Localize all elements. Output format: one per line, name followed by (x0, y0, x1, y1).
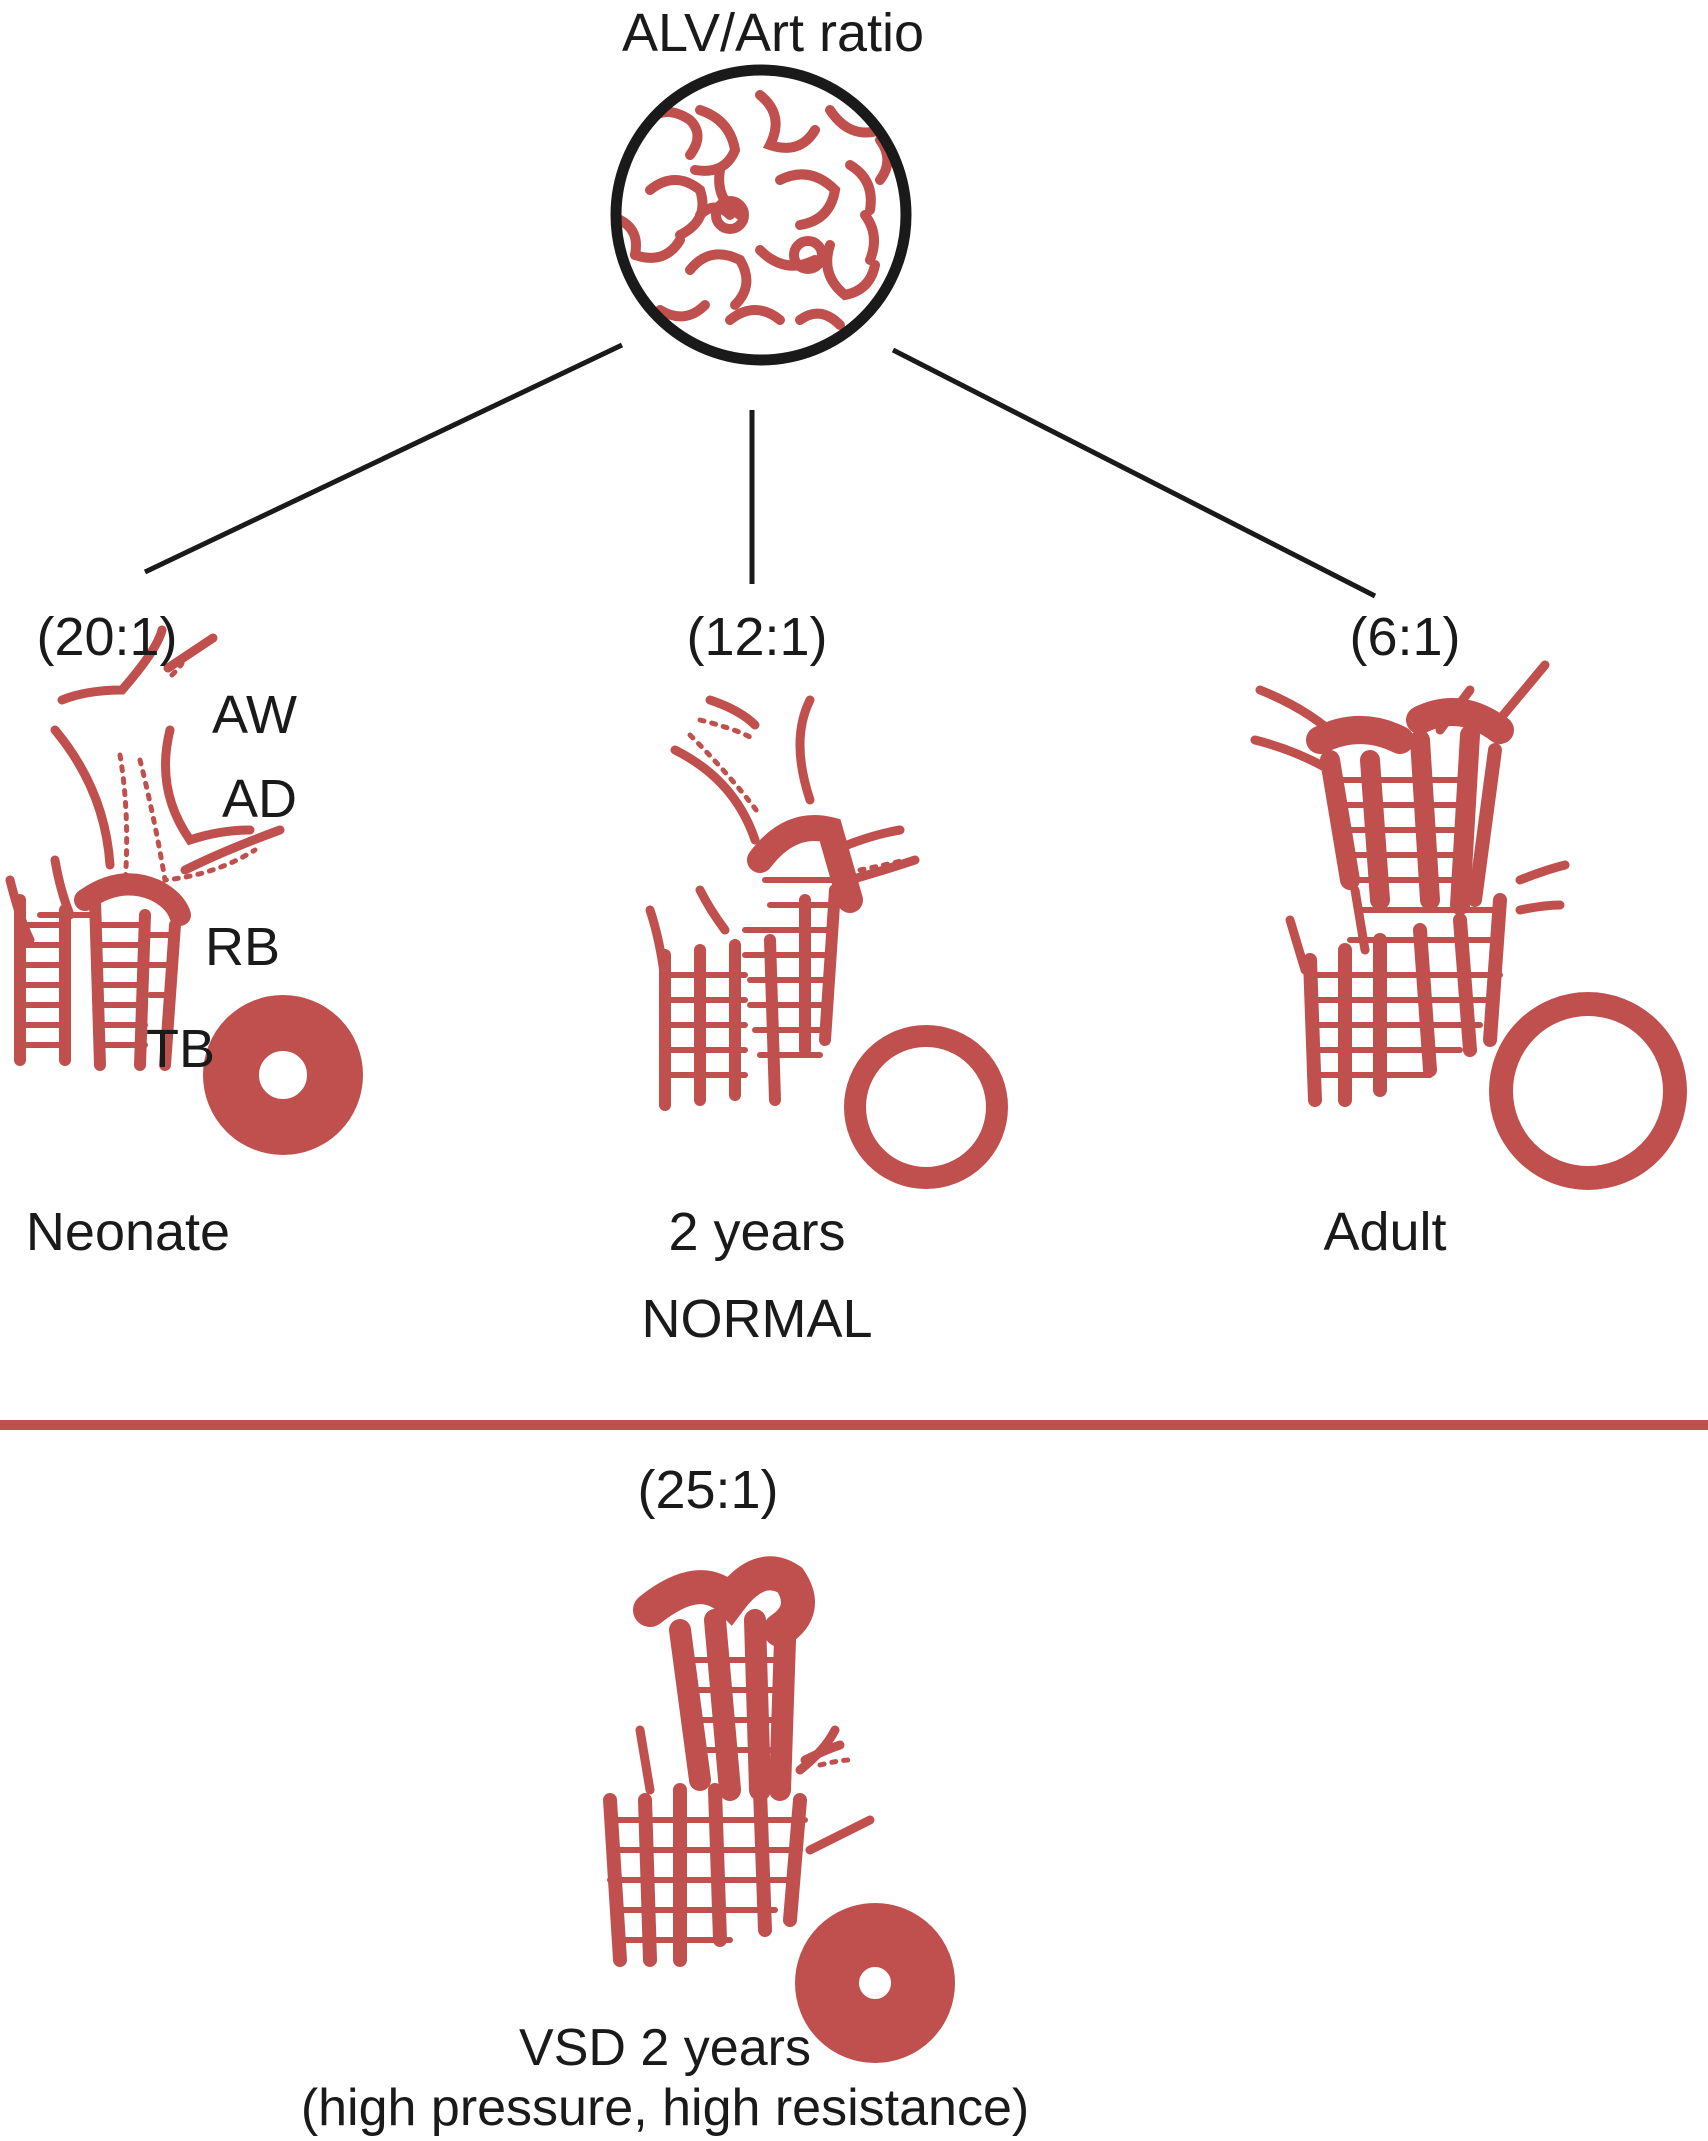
alveolar-artery-circle (610, 64, 912, 366)
two-year-artery-cross-section (844, 1025, 1008, 1189)
connector-line-right (891, 347, 1377, 599)
adult-vessel (1250, 660, 1570, 1107)
diagram-title: ALV/Art ratio (621, 3, 925, 63)
ratio-vsd: (25:1) (637, 1460, 779, 1520)
label-tb: TB (146, 1019, 216, 1079)
vsd-vessel (603, 1556, 875, 1967)
label-rb: RB (205, 917, 281, 977)
caption-vsd-detail: (high pressure, high resistance) (300, 2079, 1030, 2137)
adult-artery-cross-section (1489, 992, 1687, 1190)
caption-vsd: VSD 2 years (519, 2019, 811, 2077)
vsd-artery-cross-section (795, 1903, 955, 2063)
ratio-neonate: (20:1) (36, 607, 178, 667)
caption-adult: Adult (1323, 1202, 1447, 1262)
connector-line-left (143, 342, 624, 575)
normal-label: NORMAL (641, 1289, 873, 1349)
neonate-artery-cross-section (203, 995, 363, 1155)
connector-lines (143, 342, 1377, 599)
two-year-vessel (645, 695, 920, 1111)
ratio-two-years: (12:1) (686, 607, 828, 667)
caption-two-years: 2 years (668, 1202, 846, 1262)
label-aw: AW (212, 685, 297, 745)
ratio-adult: (6:1) (1349, 607, 1461, 667)
label-ad: AD (222, 769, 298, 829)
caption-neonate: Neonate (25, 1202, 231, 1262)
neonate-vessel (5, 625, 285, 1071)
